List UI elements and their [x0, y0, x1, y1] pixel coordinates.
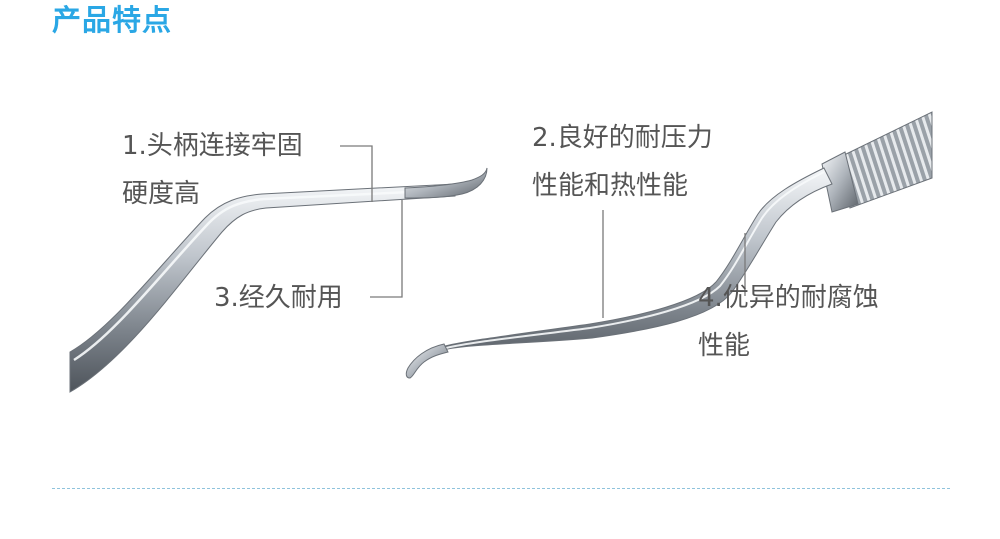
- feature-4-line-1: 4.优异的耐腐蚀: [698, 283, 879, 313]
- feature-4-line-2: 性能: [698, 331, 751, 361]
- dashed-divider: [52, 488, 950, 489]
- feature-1-line-2: 硬度高: [122, 179, 201, 209]
- left-instrument-highlight: [73, 188, 453, 362]
- left-instrument-spoon-tip: [404, 167, 488, 199]
- feature-2-line-2: 性能和热性能: [532, 171, 689, 201]
- right-instrument-collar: [821, 151, 859, 213]
- feature-2-line-1: 2.良好的耐压力: [532, 123, 713, 153]
- leader-line-3: [370, 200, 403, 298]
- section-title: 产品特点: [52, 3, 173, 37]
- feature-callout-3: 3.经久耐用: [214, 274, 343, 322]
- callout-leader-lines: [340, 145, 746, 318]
- left-instrument: [69, 167, 488, 393]
- feature-callout-2: 2.良好的耐压力 性能和热性能: [532, 114, 713, 210]
- right-instrument-highlight: [445, 171, 825, 349]
- leader-line-1: [340, 145, 373, 202]
- right-instrument: [405, 111, 933, 379]
- feature-callout-1: 1.头柄连接牢固 硬度高: [122, 122, 303, 218]
- feature-callout-4: 4.优异的耐腐蚀 性能: [698, 274, 879, 370]
- right-instrument-hook-tip: [405, 343, 449, 379]
- feature-1-line-1: 1.头柄连接牢固: [122, 131, 303, 161]
- feature-3-line-1: 3.经久耐用: [214, 283, 343, 313]
